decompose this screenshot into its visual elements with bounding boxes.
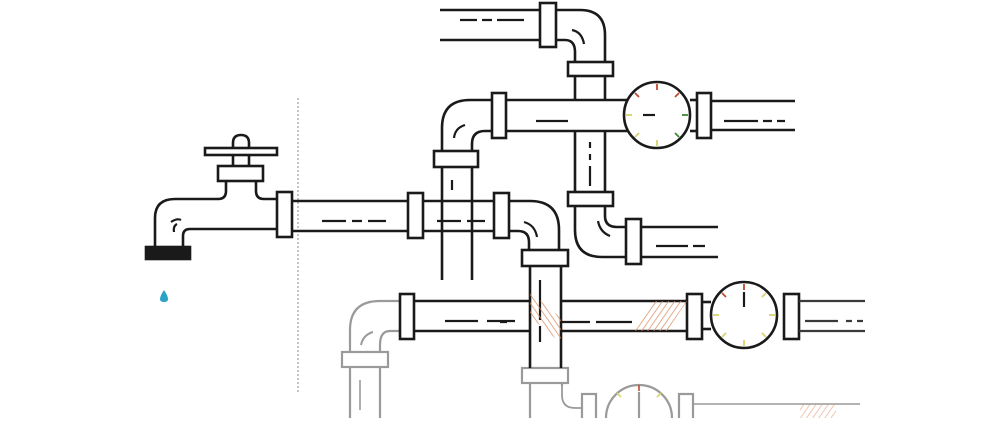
pressure-gauge-lower [616,385,662,398]
faucet [144,133,279,261]
middle-gauge-pipe [398,280,801,350]
main-pipe [275,190,570,368]
faded-pipe-layer [340,299,860,423]
middle-pipe-extension [799,299,865,333]
hatch-highlights [530,292,687,343]
water-drop [160,290,168,302]
faded-hatch [800,404,836,418]
upper-gauge-pipe [432,80,795,280]
pressure-gauge-middle [713,284,775,346]
pressure-gauge-upper [626,84,688,146]
top-pipe [440,1,615,100]
lower-right-branch [566,190,718,266]
